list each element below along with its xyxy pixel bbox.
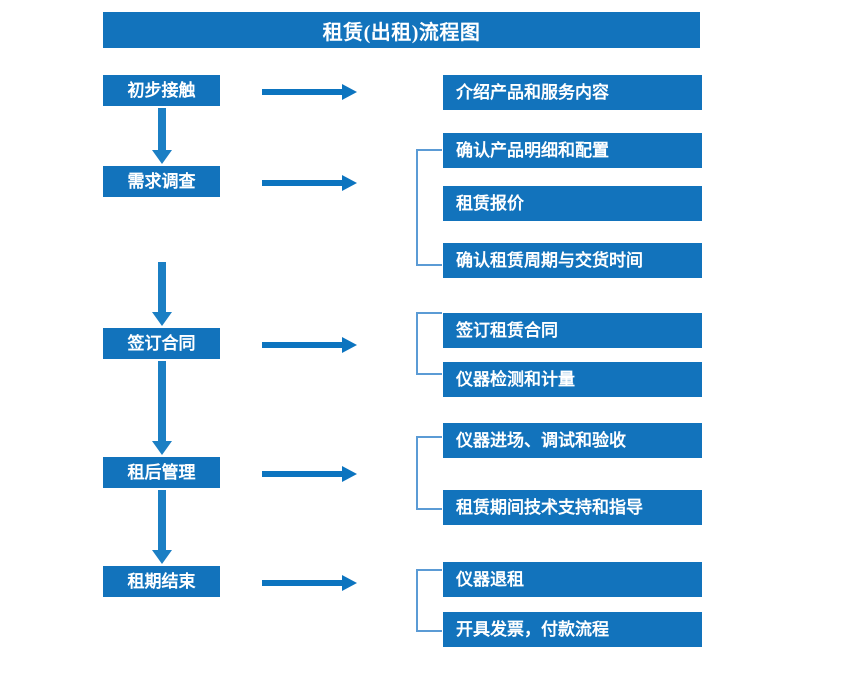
detail-box-7[interactable]: 仪器进场、调试和验收: [443, 423, 702, 458]
horizontal-arrow-stage1: [262, 84, 357, 100]
vertical-arrow-stage3-to-stage4: [152, 361, 172, 455]
detail-box-2[interactable]: 确认产品明细和配置: [443, 133, 702, 168]
detail-box-4[interactable]: 确认租赁周期与交货时间: [443, 243, 702, 278]
bracket-group-stage4: [416, 436, 442, 510]
bracket-group-stage3: [416, 312, 442, 375]
detail-box-8[interactable]: 租赁期间技术支持和指导: [443, 490, 702, 525]
detail-box-1[interactable]: 介绍产品和服务内容: [443, 75, 702, 110]
horizontal-arrow-stage3: [262, 337, 357, 353]
bracket-group-stage2: [416, 149, 442, 266]
stage-box-2[interactable]: 需求调查: [103, 166, 220, 197]
vertical-arrow-stage2-to-stage3: [152, 262, 172, 326]
stage-box-5[interactable]: 租期结束: [103, 566, 220, 597]
flowchart-title-banner: 租赁(出租)流程图: [103, 12, 700, 48]
stage-box-3[interactable]: 签订合同: [103, 328, 220, 359]
vertical-arrow-stage4-to-stage5: [152, 490, 172, 564]
detail-box-9[interactable]: 仪器退租: [443, 562, 702, 597]
horizontal-arrow-stage4: [262, 466, 357, 482]
detail-box-5[interactable]: 签订租赁合同: [443, 313, 702, 348]
stage-box-4[interactable]: 租后管理: [103, 457, 220, 488]
bracket-group-stage5: [416, 569, 442, 632]
detail-box-3[interactable]: 租赁报价: [443, 186, 702, 221]
horizontal-arrow-stage5: [262, 575, 357, 591]
detail-box-6[interactable]: 仪器检测和计量: [443, 362, 702, 397]
horizontal-arrow-stage2: [262, 175, 357, 191]
stage-box-1[interactable]: 初步接触: [103, 75, 220, 106]
vertical-arrow-stage1-to-stage2: [152, 108, 172, 164]
detail-box-10[interactable]: 开具发票，付款流程: [443, 612, 702, 647]
